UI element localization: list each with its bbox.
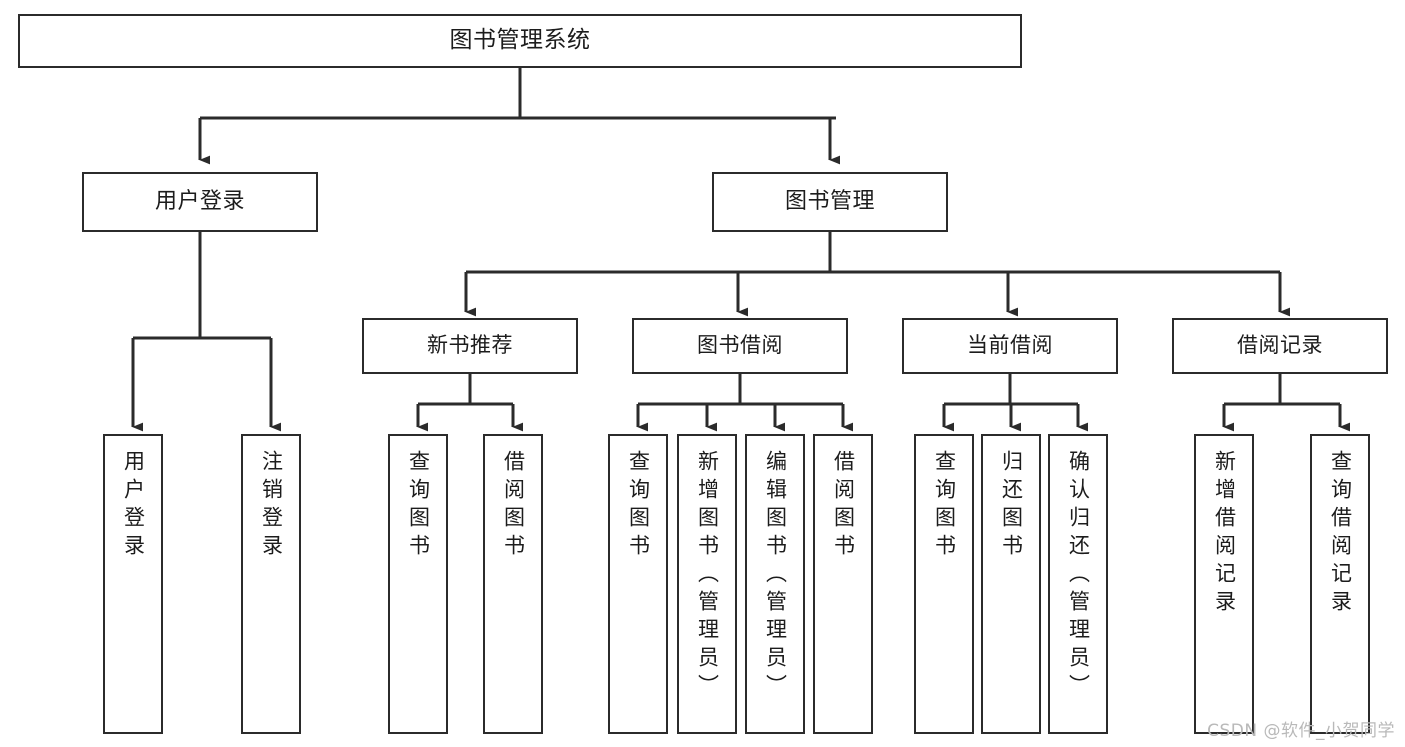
leaf-book-borrow-edit-label: 编辑图书（管理员） (763, 450, 788, 702)
leaf-new-book-query[interactable]: 查询图书 (388, 434, 448, 734)
leaf-book-borrow-query-label: 查询图书 (626, 450, 651, 562)
leaf-new-book-borrow-label: 借阅图书 (501, 450, 526, 562)
node-new-book-recommend-label: 新书推荐 (427, 333, 513, 358)
leaf-book-borrow-borrow-label: 借阅图书 (831, 450, 856, 562)
leaf-book-borrow-query[interactable]: 查询图书 (608, 434, 668, 734)
node-user-login-label: 用户登录 (154, 188, 245, 214)
leaf-current-borrow-return[interactable]: 归还图书 (981, 434, 1041, 734)
leaf-user-login-logout-label: 注销登录 (259, 450, 284, 562)
node-current-borrow[interactable]: 当前借阅 (902, 318, 1118, 374)
node-book-management[interactable]: 图书管理 (712, 172, 948, 232)
leaf-current-borrow-query[interactable]: 查询图书 (914, 434, 974, 734)
leaf-current-borrow-confirm-label: 确认归还（管理员） (1066, 450, 1091, 702)
leaf-current-borrow-return-label: 归还图书 (999, 450, 1024, 562)
node-user-login[interactable]: 用户登录 (82, 172, 318, 232)
leaf-new-book-borrow[interactable]: 借阅图书 (483, 434, 543, 734)
leaf-user-login-logout[interactable]: 注销登录 (241, 434, 301, 734)
leaf-borrow-record-add-label: 新增借阅记录 (1212, 450, 1237, 618)
node-borrow-record-label: 借阅记录 (1237, 333, 1323, 358)
node-book-borrow-label: 图书借阅 (697, 333, 783, 358)
node-root-label: 图书管理系统 (449, 27, 591, 54)
node-current-borrow-label: 当前借阅 (967, 333, 1053, 358)
node-book-management-label: 图书管理 (784, 188, 875, 214)
leaf-current-borrow-confirm[interactable]: 确认归还（管理员） (1048, 434, 1108, 734)
node-root[interactable]: 图书管理系统 (18, 14, 1022, 68)
leaf-current-borrow-query-label: 查询图书 (932, 450, 957, 562)
leaf-borrow-record-add[interactable]: 新增借阅记录 (1194, 434, 1254, 734)
leaf-new-book-query-label: 查询图书 (406, 450, 431, 562)
leaf-borrow-record-query-label: 查询借阅记录 (1328, 450, 1353, 618)
leaf-user-login-login-label: 用户登录 (121, 450, 146, 562)
leaf-borrow-record-query[interactable]: 查询借阅记录 (1310, 434, 1370, 734)
leaf-book-borrow-borrow[interactable]: 借阅图书 (813, 434, 873, 734)
node-borrow-record[interactable]: 借阅记录 (1172, 318, 1388, 374)
leaf-book-borrow-add[interactable]: 新增图书（管理员） (677, 434, 737, 734)
leaf-book-borrow-add-label: 新增图书（管理员） (695, 450, 720, 702)
leaf-book-borrow-edit[interactable]: 编辑图书（管理员） (745, 434, 805, 734)
leaf-user-login-login[interactable]: 用户登录 (103, 434, 163, 734)
node-book-borrow[interactable]: 图书借阅 (632, 318, 848, 374)
node-new-book-recommend[interactable]: 新书推荐 (362, 318, 578, 374)
